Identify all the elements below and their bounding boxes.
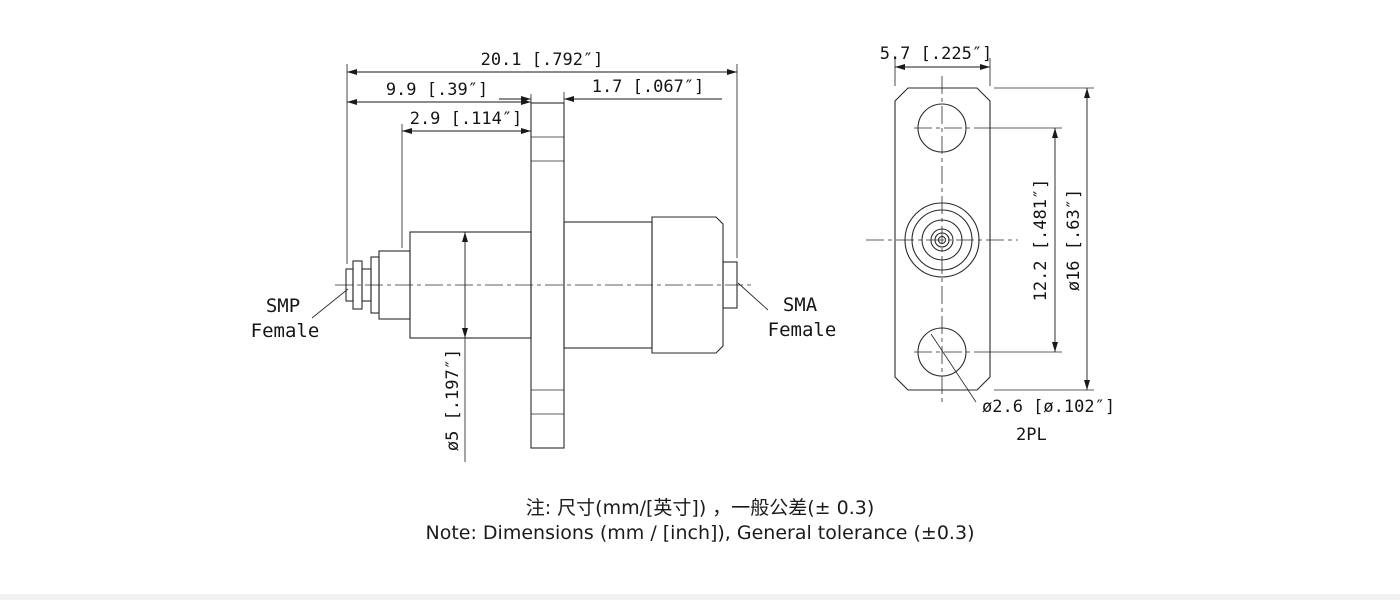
knurl-ring bbox=[921, 219, 963, 261]
dim-mounting-hole: ø2.6 [ø.102″] 2PL bbox=[930, 333, 1115, 445]
note-english: Note: Dimensions (mm / [inch]), General … bbox=[426, 522, 975, 544]
dim-overall-length: 20.1 [.792″] bbox=[346, 50, 738, 264]
dim-step-length-text: 2.9 [.114″] bbox=[410, 109, 523, 129]
note-chinese: 注: 尺寸(mm/[英寸]) ，一般公差(± 0.3) bbox=[526, 497, 875, 519]
smp-label-line1: SMP bbox=[266, 295, 300, 317]
dim-flange-thickness-text: 1.7 [.067″] bbox=[592, 77, 705, 97]
dim-mounting-hole-text: ø2.6 [ø.102″] bbox=[982, 397, 1115, 417]
hole-centerlines bbox=[914, 127, 970, 353]
center-connector bbox=[904, 202, 980, 278]
page-bottom-edge bbox=[0, 594, 1400, 600]
sma-label: SMA Female bbox=[737, 282, 837, 341]
smp-label: SMP Female bbox=[251, 288, 349, 342]
dim-flange-thickness: 1.7 [.067″] bbox=[499, 77, 722, 103]
front-view: 5.7 [.225″] 12.2 [.481″] ø16 [.63″] ø2.6… bbox=[866, 44, 1115, 445]
sma-label-line2: Female bbox=[768, 319, 837, 341]
dim-left-length-text: 9.9 [.39″] bbox=[386, 80, 488, 100]
dim-left-length: 9.9 [.39″] bbox=[347, 80, 532, 105]
dim-body-diameter-text: ø5 [.197″] bbox=[443, 349, 463, 451]
smp-label-line2: Female bbox=[251, 320, 320, 342]
dim-body-diameter: ø5 [.197″] bbox=[443, 232, 468, 462]
dim-hole-count-text: 2PL bbox=[1016, 425, 1047, 445]
dim-flange-length: ø16 [.63″] bbox=[994, 87, 1094, 391]
body-outline bbox=[409, 102, 738, 449]
dim-overall-text: 20.1 [.792″] bbox=[481, 50, 604, 70]
mounting-hole-bottom bbox=[917, 327, 967, 377]
notes: 注: 尺寸(mm/[英寸]) ，一般公差(± 0.3) Note: Dimens… bbox=[426, 497, 975, 544]
dim-flange-width-text: 5.7 [.225″] bbox=[880, 44, 993, 64]
dim-flange-width: 5.7 [.225″] bbox=[880, 44, 993, 86]
dim-flange-length-text: ø16 [.63″] bbox=[1064, 189, 1084, 291]
flange-outline bbox=[894, 87, 991, 391]
dim-hole-spacing-text: 12.2 [.481″] bbox=[1031, 179, 1051, 302]
side-view: 20.1 [.792″] 9.9 [.39″] 1.7 [.067″] 2.9 … bbox=[251, 50, 837, 462]
sma-label-line1: SMA bbox=[783, 294, 818, 316]
dim-hole-spacing: 12.2 [.481″] bbox=[974, 127, 1062, 353]
dim-step-length: 2.9 [.114″] bbox=[401, 109, 531, 248]
mounting-hole-top bbox=[917, 103, 967, 153]
